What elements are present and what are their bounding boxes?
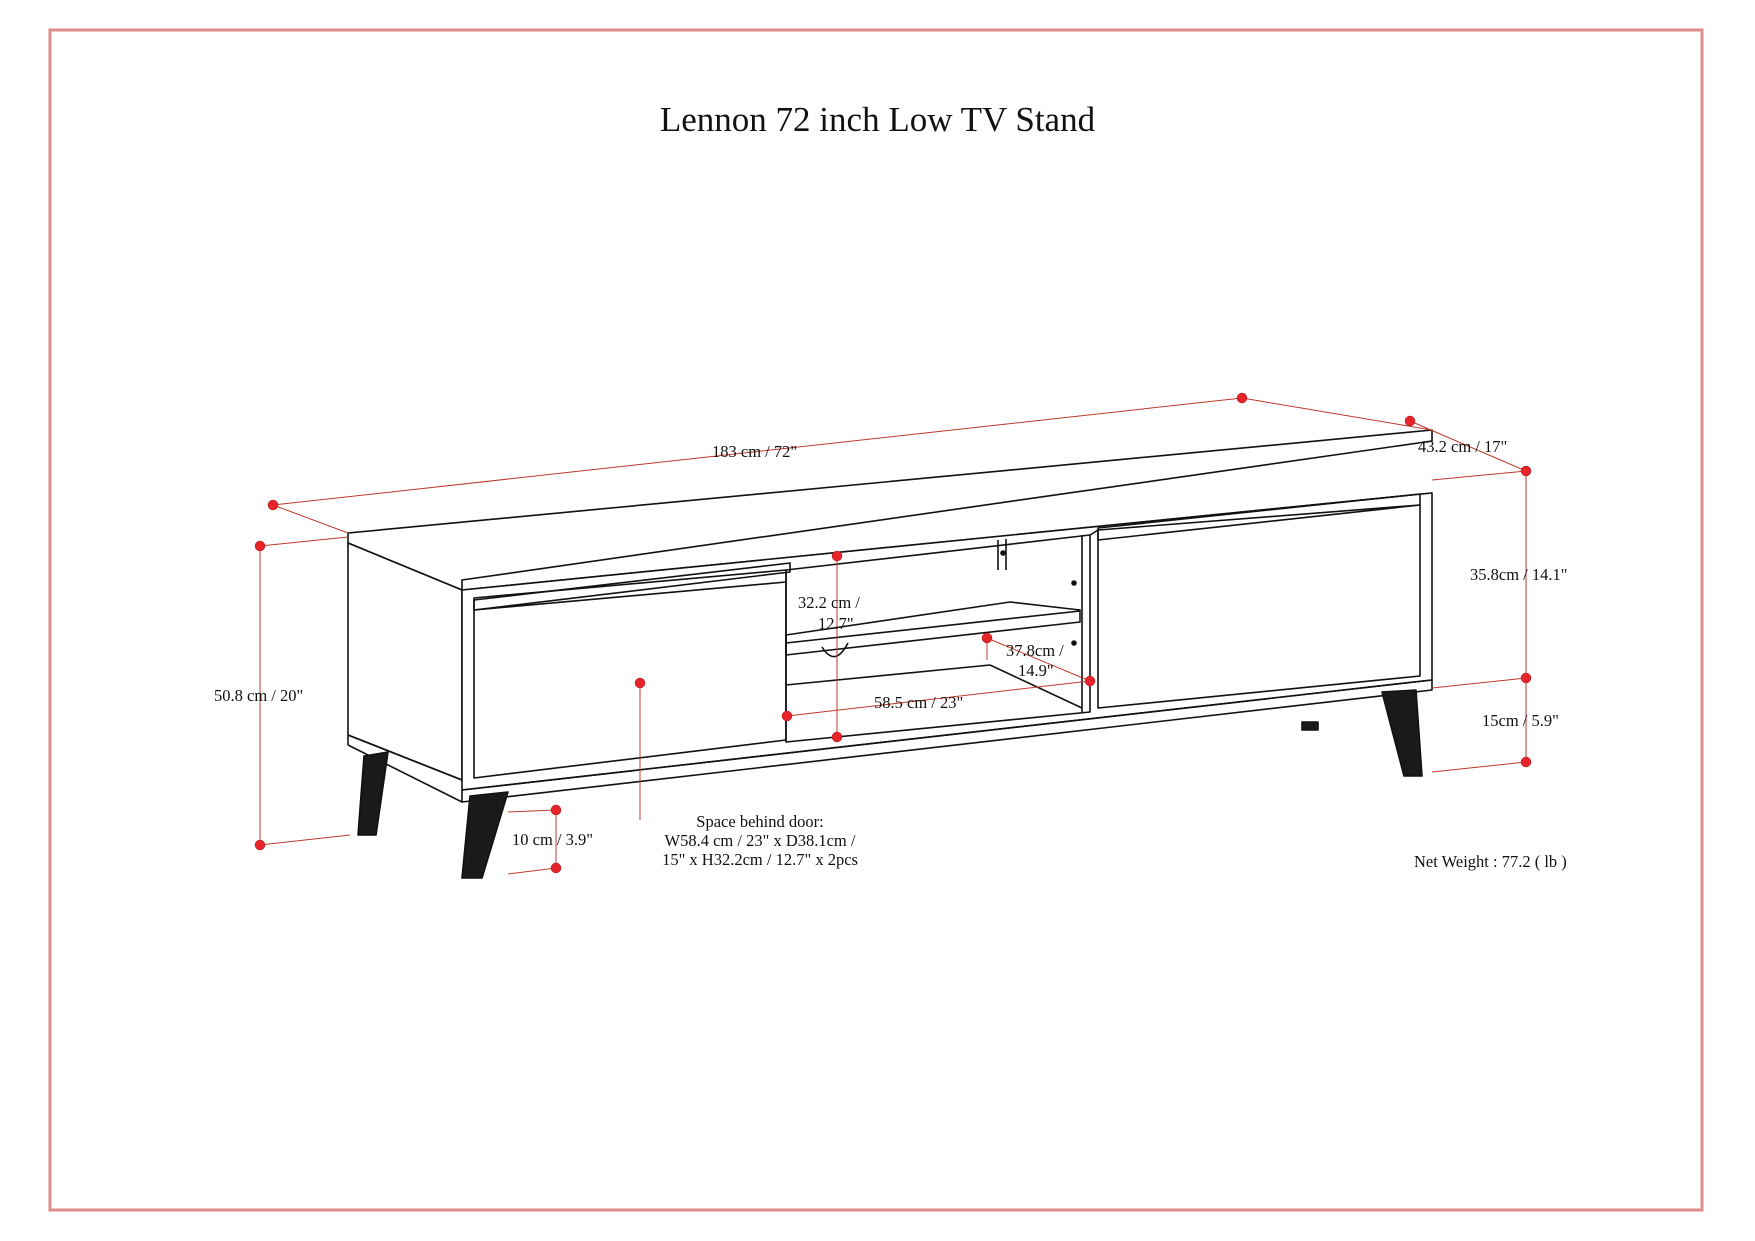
leg-front-left [461,791,509,879]
page-title: Lennon 72 inch Low TV Stand [659,100,1096,139]
door-note-line2: W58.4 cm / 23" x D38.1cm / [664,831,856,850]
width-label: 183 cm / 72" [712,442,798,461]
net-weight-label: Net Weight : 77.2 ( lb ) [1414,852,1567,871]
leg-height-right-label: 15cm / 5.9" [1482,711,1559,730]
total-height-label: 50.8 cm / 20" [214,686,304,705]
dimension-lines [259,397,1527,875]
leg-foot-mid [1301,721,1319,731]
shelf-height-label-line1: 32.2 cm / [798,593,860,612]
leg-height-front-label: 10 cm / 3.9" [512,830,593,849]
open-depth-label-line1: 37.8cm / [1006,641,1064,660]
page-frame [48,28,1704,1212]
open-depth-label-line2: 14.9" [1018,661,1054,680]
dimension-markers [254,392,1532,874]
right-door [1097,504,1421,709]
leg-back-left [357,751,389,836]
middle-shelf [785,601,1081,656]
depth-label: 43.2 cm / 17" [1418,437,1508,456]
right-door-handle [1097,493,1421,541]
door-note-line1: Space behind door: [696,812,824,831]
door-note-line3: 15" x H32.2cm / 12.7" x 2pcs [662,850,858,869]
tv-stand-drawing [347,429,1433,879]
leg-right [1381,689,1423,777]
cabinet-height-label: 35.8cm / 14.1" [1470,565,1568,584]
left-door-handle [473,562,791,611]
shelf-height-label-line2: 12.7" [818,614,854,633]
base-rail [461,679,1433,803]
door-space-note: Space behind door: W58.4 cm / 23" x D38.… [640,812,880,869]
open-width-label: 58.5 cm / 23" [874,693,964,712]
